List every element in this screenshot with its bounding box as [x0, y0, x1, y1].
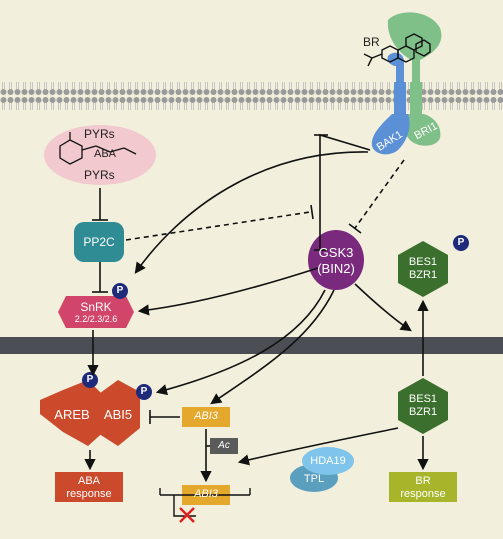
- hda19-label: HDA19: [310, 455, 346, 467]
- bzr1-bottom-label: BZR1: [408, 406, 438, 418]
- edge-gsk3-bes1: [354, 283, 412, 332]
- pyrs-top-label: PYRs: [84, 127, 115, 141]
- bes1-bottom-node: [398, 378, 448, 434]
- snrk-label: SnRK: [80, 300, 112, 314]
- phospho-bes1-label: P: [457, 237, 465, 248]
- blocked-x-icon: [179, 507, 195, 523]
- ac-node: [210, 438, 238, 454]
- br-molecule: [363, 33, 431, 67]
- snrk-node: [58, 296, 134, 328]
- inhibit-bar-dashed: [310, 204, 314, 220]
- aba-response-label: ABA: [77, 475, 100, 487]
- bes1-top-label: BES1: [408, 256, 438, 268]
- abi3-top-node: [182, 407, 230, 427]
- abi5-label: ABI5: [103, 407, 133, 422]
- gsk3-sub-label: (BIN2): [317, 261, 355, 276]
- pyrs-receptor-complex: [44, 125, 156, 185]
- edge-receptor-snrk: [134, 151, 369, 274]
- areb-label: AREB: [54, 407, 90, 422]
- edge-bri1-gsk3-dashed: [354, 159, 405, 229]
- areb-node: [40, 380, 108, 446]
- phospho-areb-label: P: [86, 374, 94, 385]
- phospho-abi5-label: P: [140, 386, 148, 397]
- ac-label: Ac: [218, 440, 230, 451]
- phospho-snrk-icon: [112, 283, 128, 299]
- bak1-receptor: [371, 52, 410, 155]
- edge-gsk3-abi5: [155, 289, 326, 396]
- bri1-receptor: [387, 12, 442, 146]
- gsk3-label: GSK3: [318, 245, 354, 260]
- hda19-node: [302, 447, 354, 475]
- br-response-label: BR: [415, 475, 431, 487]
- abi3-bottom-label: ABI3: [194, 488, 218, 500]
- br-response-sub-label: response: [400, 488, 446, 500]
- bes1-top-node: [398, 241, 448, 297]
- abi3-top-label: ABI3: [194, 410, 218, 422]
- edge-pp2c-gsk3-dashed: [125, 211, 311, 241]
- br-response-box: [389, 472, 457, 502]
- br-label: BR: [363, 35, 380, 49]
- tpl-label: TPL: [303, 473, 325, 485]
- phospho-bes1-icon: [453, 235, 469, 251]
- edge-gsk3-snrk: [137, 267, 319, 316]
- snrk-sub-label: 2.2/2.3/2.6: [74, 314, 118, 324]
- aba-response-box: [55, 472, 123, 502]
- edge-gsk3-abi3: [210, 289, 335, 405]
- bes1-bottom-label: BES1: [408, 393, 438, 405]
- abi5-node: [96, 380, 140, 446]
- pyrs-bottom-label: PYRs: [84, 168, 115, 182]
- nuclear-envelope: [0, 337, 503, 354]
- phospho-abi5-icon: [136, 384, 152, 400]
- pp2c-node: [74, 222, 124, 262]
- aba-response-sub-label: response: [66, 488, 112, 500]
- phospho-snrk-label: P: [116, 285, 124, 296]
- gsk3-node: [308, 230, 364, 290]
- aba-molecule: [59, 132, 137, 165]
- bzr1-top-label: BZR1: [408, 269, 438, 281]
- inhibit-bar-gsk3: [348, 223, 362, 234]
- plasma-membrane: [0, 82, 503, 114]
- edge-bes1-abi3: [237, 427, 399, 466]
- pp2c-label: PP2C: [83, 235, 115, 249]
- aba-label: ABA: [94, 148, 117, 160]
